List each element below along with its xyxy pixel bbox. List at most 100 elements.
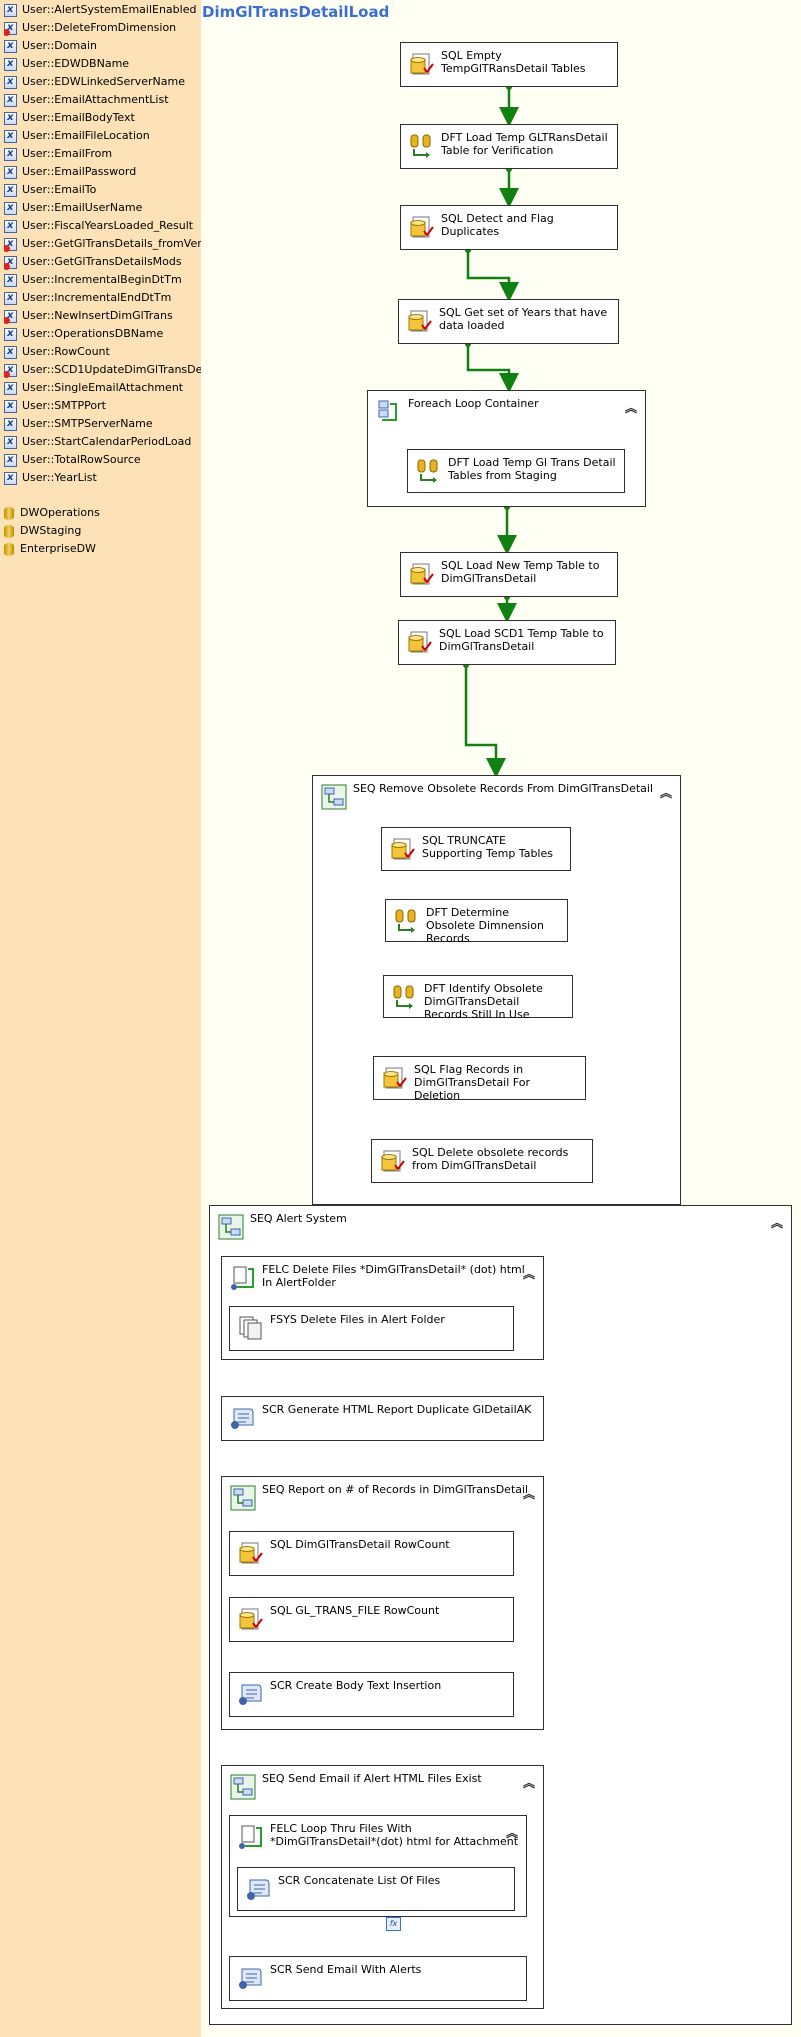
container-header: SEQ Report on # of Records in DimGlTrans… [222, 1477, 543, 1517]
container-header: FELC Loop Thru Files With *DimGlTransDet… [230, 1816, 526, 1856]
variable-item[interactable]: User::GetGlTransDetailsMods [4, 253, 201, 270]
sql-flag-task[interactable]: SQL Flag Records in DimGlTransDetail For… [373, 1056, 586, 1102]
sequence-icon [321, 784, 347, 810]
variable-name: User::EDWLinkedServerName [22, 75, 185, 88]
variable-icon [4, 469, 17, 486]
sql-empty-task[interactable]: SQL Empty TempGlTRansDetail Tables [400, 42, 618, 87]
collapse-icon[interactable]: ︽ [505, 1826, 518, 1840]
variable-name: User::EmailTo [22, 183, 97, 196]
sql-gl-rowcount-task[interactable]: SQL GL_TRANS_FILE RowCount [229, 1597, 514, 1642]
sequence-icon [230, 1485, 256, 1511]
sequence-icon [230, 1774, 256, 1800]
data-flow-icon [416, 458, 442, 484]
sql-scd1-task[interactable]: SQL Load SCD1 Temp Table to DimGlTransDe… [398, 620, 616, 665]
sql-task-icon [390, 836, 416, 862]
sql-truncate-task[interactable]: SQL TRUNCATE Supporting Temp Tables [381, 827, 571, 871]
variable-item[interactable]: User::RowCount [4, 343, 201, 360]
variable-item[interactable]: User::IncrementalBeginDtTm [4, 271, 201, 288]
dft-determine-task[interactable]: DFT Determine Obsolete Dimnension Record… [385, 899, 568, 945]
variable-item[interactable]: User::EmailFrom [4, 145, 201, 162]
connection-manager[interactable]: DWOperations [4, 504, 201, 521]
variable-item[interactable]: User::Domain [4, 37, 201, 54]
collapse-icon[interactable]: ︽ [522, 1267, 535, 1281]
sql-rowcount-task[interactable]: SQL DimGlTransDetail RowCount [229, 1531, 514, 1576]
container-header: SEQ Alert System ︽ [210, 1206, 791, 1248]
collapse-icon[interactable]: ︽ [624, 401, 637, 415]
variable-item[interactable]: User::IncrementalEndDtTm [4, 289, 201, 306]
foreach-loop-icon [376, 399, 402, 425]
variable-item[interactable]: User::EmailTo [4, 181, 201, 198]
collapse-icon[interactable]: ︽ [770, 1216, 783, 1230]
task-label: SCR Concatenate List Of Files [278, 1874, 441, 1887]
variable-name: User::EmailFrom [22, 147, 113, 160]
container-label: SEQ Remove Obsolete Records From DimGlTr… [353, 782, 654, 795]
connection-manager[interactable]: EnterpriseDW [4, 540, 201, 557]
variable-item[interactable]: User::GetGlTransDetails_fromVerif [4, 235, 201, 252]
variable-item[interactable]: User::EmailAttachmentList [4, 91, 201, 108]
sql-years-task[interactable]: SQL Get set of Years that have data load… [398, 299, 619, 344]
scr-send-task[interactable]: SCR Send Email With Alerts [229, 1956, 527, 2001]
variable-item[interactable]: User::NewInsertDimGlTrans [4, 307, 201, 324]
scr-concat-task[interactable]: SCR Concatenate List Of Files [237, 1867, 515, 1911]
variable-name: User::EmailAttachmentList [22, 93, 169, 106]
task-label: DFT Load Temp GLTRansDetail Table for Ve… [441, 131, 608, 157]
variable-warning-icon [4, 361, 17, 378]
script-task-icon [238, 1965, 264, 1991]
variable-name: User::RowCount [22, 345, 110, 358]
variable-item[interactable]: User::AlertSystemEmailEnabled [4, 1, 201, 18]
variable-icon [4, 343, 17, 360]
variable-item[interactable]: User::SMTPPort [4, 397, 201, 414]
collapse-icon[interactable]: ︽ [659, 786, 672, 800]
fsys-delete-task[interactable]: FSYS Delete Files in Alert Folder [229, 1306, 514, 1351]
container-label: SEQ Report on # of Records in DimGlTrans… [262, 1483, 529, 1496]
variable-item[interactable]: User::TotalRowSource [4, 451, 201, 468]
variable-item[interactable]: User::DeleteFromDimension [4, 19, 201, 36]
variable-name: User::Domain [22, 39, 97, 52]
collapse-icon[interactable]: ︽ [522, 1487, 535, 1501]
collapse-icon[interactable]: ︽ [522, 1776, 535, 1790]
connection-manager[interactable]: DWStaging [4, 522, 201, 539]
connection-name: EnterpriseDW [20, 542, 96, 555]
variable-item[interactable]: User::OperationsDBName [4, 325, 201, 342]
variable-item[interactable]: User::SingleEmailAttachment [4, 379, 201, 396]
variable-item[interactable]: User::FiscalYearsLoaded_Result [4, 217, 201, 234]
variable-name: User::SMTPServerName [22, 417, 153, 430]
task-label: SQL GL_TRANS_FILE RowCount [270, 1604, 440, 1617]
variable-icon [4, 433, 17, 450]
task-label: SQL Get set of Years that have data load… [439, 306, 608, 332]
sql-detect-task[interactable]: SQL Detect and Flag Duplicates [400, 205, 618, 250]
task-label: DFT Load Temp Gl Trans Detail Tables fro… [448, 456, 616, 482]
container-label: Foreach Loop Container [408, 397, 539, 410]
variable-icon [4, 109, 17, 126]
sql-delete-task[interactable]: SQL Delete obsolete records from DimGlTr… [371, 1139, 593, 1183]
scr-report-task[interactable]: SCR Generate HTML Report Duplicate GlDet… [221, 1396, 544, 1441]
scr-body-task[interactable]: SCR Create Body Text Insertion [229, 1672, 514, 1717]
variable-item[interactable]: User::SCD1UpdateDimGlTransDet [4, 361, 201, 378]
variable-name: User::EmailFileLocation [22, 129, 150, 142]
variable-item[interactable]: User::StartCalendarPeriodLoad [4, 433, 201, 450]
variable-item[interactable]: User::EmailPassword [4, 163, 201, 180]
variable-item[interactable]: User::EDWLinkedServerName [4, 73, 201, 90]
variable-item[interactable]: User::EmailBodyText [4, 109, 201, 126]
variable-item[interactable]: User::YearList [4, 469, 201, 486]
expression-badge: fx [386, 1917, 401, 1931]
sql-task-icon [382, 1065, 408, 1091]
variable-item[interactable]: User::SMTPServerName [4, 415, 201, 432]
variable-item[interactable]: User::EmailUserName [4, 199, 201, 216]
variable-warning-icon [4, 235, 17, 252]
file-system-icon [238, 1315, 264, 1341]
sql-task-icon [409, 561, 435, 587]
dft-staging-task[interactable]: DFT Load Temp Gl Trans Detail Tables fro… [407, 449, 625, 493]
task-label: SQL DimGlTransDetail RowCount [270, 1538, 450, 1551]
data-flow-icon [394, 908, 420, 934]
variable-item[interactable]: User::EmailFileLocation [4, 127, 201, 144]
sql-new-task[interactable]: SQL Load New Temp Table to DimGlTransDet… [400, 552, 618, 597]
sql-task-icon [407, 308, 433, 334]
sql-task-icon [238, 1540, 264, 1566]
variable-item[interactable]: User::EDWDBName [4, 55, 201, 72]
task-label: SQL Flag Records in DimGlTransDetail For… [414, 1063, 530, 1102]
script-task-icon [246, 1876, 272, 1902]
task-label: DFT Determine Obsolete Dimnension Record… [426, 906, 544, 945]
dft-verify-task[interactable]: DFT Load Temp GLTRansDetail Table for Ve… [400, 124, 618, 169]
dft-identify-task[interactable]: DFT Identify Obsolete DimGlTransDetail R… [383, 975, 573, 1021]
